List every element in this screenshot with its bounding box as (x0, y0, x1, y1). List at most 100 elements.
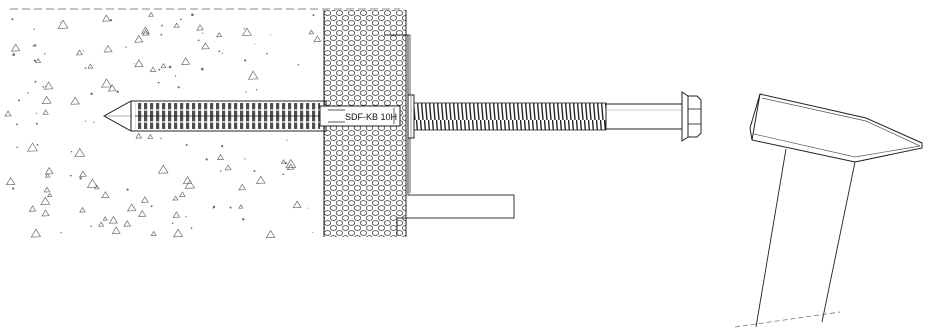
concrete-aggregate (116, 90, 119, 93)
concrete-aggregate (90, 225, 92, 228)
concrete-aggregate (40, 196, 51, 206)
concrete-aggregate (282, 173, 285, 175)
concrete-aggregate (84, 120, 86, 122)
concrete-aggregate (172, 228, 184, 238)
concrete-aggregate (16, 146, 19, 149)
concrete-aggregate (269, 34, 271, 36)
hex-head (681, 91, 702, 142)
concrete-aggregate (172, 211, 181, 218)
concrete-aggregate (184, 179, 196, 189)
concrete-aggregate (245, 91, 247, 93)
concrete-aggregate (79, 177, 82, 180)
concrete-aggregate (102, 216, 108, 221)
concrete-aggregate (160, 33, 163, 36)
concrete-aggregate (42, 109, 49, 115)
concrete-aggregate (149, 66, 157, 73)
concrete-aggregate (18, 99, 20, 102)
concrete-aggregate (27, 92, 29, 94)
concrete-aggregate (247, 70, 259, 80)
concrete-aggregate (101, 191, 110, 199)
concrete-aggregate (74, 147, 86, 158)
concrete-aggregate (297, 64, 300, 66)
concrete-aggregate (44, 53, 46, 55)
concrete-aggregate (292, 200, 302, 209)
concrete-aggregate (125, 46, 127, 48)
concrete-aggregate (16, 123, 18, 126)
concrete-aggregate (84, 67, 87, 69)
threaded-screw (413, 102, 689, 131)
concrete-aggregate (158, 68, 161, 71)
concrete-aggregate (174, 75, 177, 77)
concrete-aggregate (221, 52, 223, 54)
concrete-aggregate (4, 110, 12, 117)
concrete-aggregate (173, 22, 180, 28)
concrete-aggregate (215, 32, 223, 38)
concrete-aggregate (238, 183, 247, 191)
concrete-aggregate (185, 144, 188, 146)
concrete-aggregate (312, 14, 315, 17)
concrete-aggregate (43, 81, 54, 90)
concrete-aggregate (172, 195, 179, 201)
concrete-aggregate (254, 43, 256, 45)
concrete-aggregate (11, 18, 14, 21)
concrete-aggregate (244, 158, 246, 160)
concrete-aggregate (265, 229, 276, 239)
concrete-aggregate (70, 151, 73, 153)
concrete-aggregate (147, 133, 154, 139)
concrete-aggregate (229, 206, 232, 209)
concrete-aggregate (107, 84, 117, 92)
concrete-aggregate (160, 63, 167, 69)
concrete-aggregate (43, 186, 51, 193)
concrete-aggregate (70, 96, 80, 105)
concrete-aggregate (57, 19, 69, 29)
concrete-aggregate (126, 203, 137, 212)
concrete-aggregate (244, 59, 247, 62)
concrete-aggregate (161, 24, 164, 27)
concrete-aggregate (87, 63, 94, 69)
concrete-aggregate (313, 35, 322, 43)
concrete-aggregate (33, 28, 35, 30)
anchor-marking-label: SDF-KB 10H (345, 112, 397, 122)
concrete-aggregate (255, 175, 266, 184)
concrete-aggregate (202, 32, 204, 34)
concrete-aggregate (160, 137, 162, 140)
concrete-aggregate (10, 43, 21, 52)
concrete-aggregate (150, 230, 157, 236)
concrete-aggregate (5, 177, 16, 186)
concrete-base-material (4, 11, 322, 239)
concrete-aggregate (312, 231, 314, 233)
concrete-aggregate (123, 220, 132, 227)
concrete-aggregate (93, 121, 95, 123)
concrete-aggregate (191, 13, 194, 17)
concrete-aggregate (180, 18, 182, 21)
concrete-aggregate (34, 80, 37, 83)
concrete-aggregate (60, 21, 62, 23)
concrete-aggregate (98, 221, 105, 227)
hammer-icon (734, 93, 923, 328)
concrete-aggregate (110, 19, 113, 22)
concrete-aggregate (150, 205, 153, 208)
concrete-aggregate (60, 232, 62, 234)
concrete-aggregate (35, 58, 42, 64)
concrete-aggregate (135, 132, 143, 139)
concrete-aggregate (177, 86, 180, 89)
concrete-aggregate (134, 59, 144, 68)
concrete-aggregate (28, 205, 37, 212)
concrete-aggregate (220, 170, 222, 172)
concrete-aggregate (75, 49, 83, 56)
concrete-aggregate (182, 176, 193, 185)
concrete-aggregate (42, 86, 44, 88)
concrete-aggregate (221, 145, 224, 148)
concrete-aggregate (286, 139, 288, 141)
concrete-aggregate (102, 14, 111, 22)
concrete-aggregate (197, 39, 200, 42)
concrete-aggregate (218, 50, 221, 53)
concrete-aggregate (90, 92, 93, 96)
concrete-aggregate (181, 57, 191, 65)
concrete-aggregate (108, 215, 118, 224)
concrete-aggregate (308, 29, 315, 35)
concrete-aggregate (141, 26, 150, 34)
concrete-aggregate (172, 222, 174, 225)
concrete-aggregate (243, 28, 245, 30)
